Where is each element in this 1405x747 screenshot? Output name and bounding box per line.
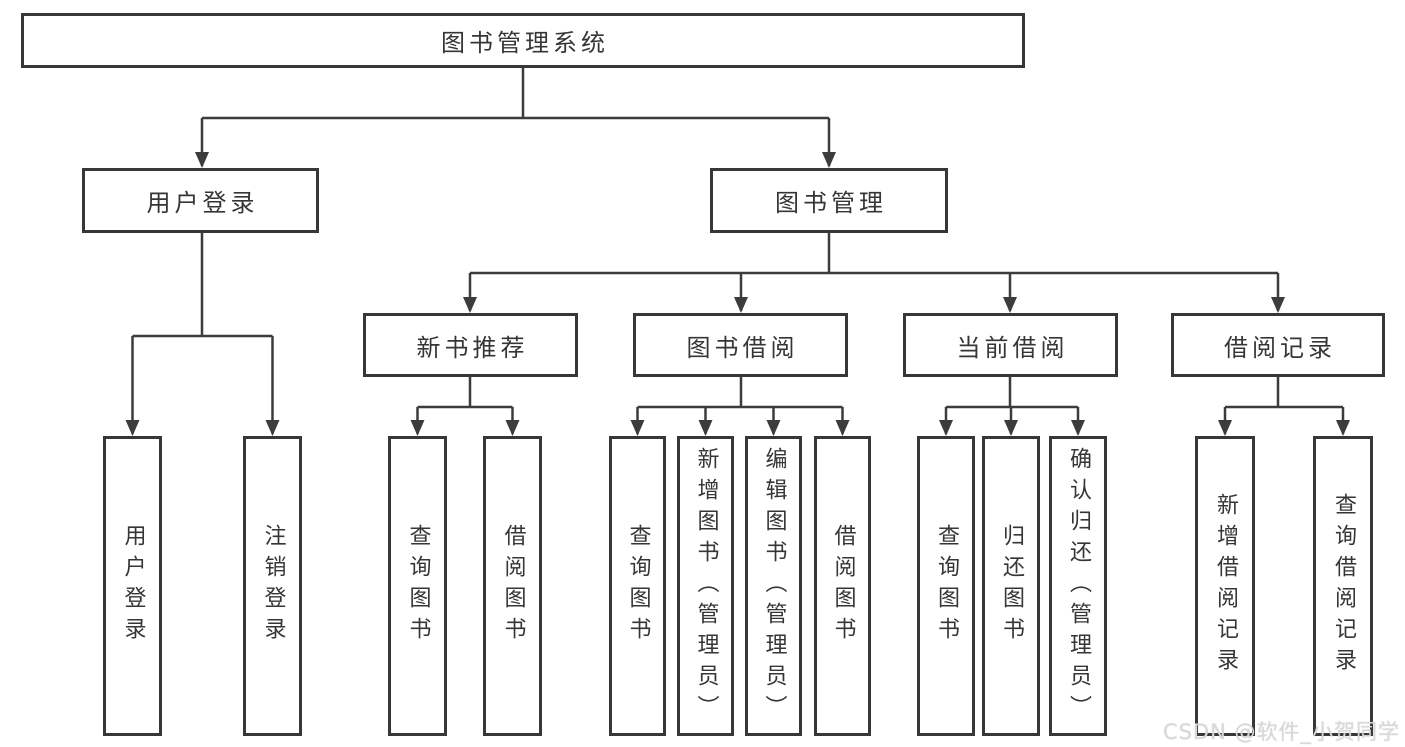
leaf-borrow-add-book-admin: 新增图书（管理员） (677, 436, 734, 736)
arrowhead-records-query (1336, 420, 1350, 436)
node-root: 图书管理系统 (21, 13, 1025, 68)
arrowhead-current-return (1004, 420, 1018, 436)
leaf-records-query-record: 查询借阅记录 (1313, 436, 1373, 736)
arrowhead-records-add (1218, 420, 1232, 436)
arrowhead-leaf-logout (265, 420, 280, 436)
leaf-logout: 注销登录 (243, 436, 302, 736)
node-new-book-recommend: 新书推荐 (363, 313, 578, 377)
arrowhead-current-confirm (1071, 420, 1085, 436)
csdn-watermark: CSDN @软件_小贺同学 (1162, 720, 1400, 744)
leaf-borrow-query-book: 查询图书 (609, 436, 666, 736)
leaf-records-add-record: 新增借阅记录 (1195, 436, 1255, 736)
connector-path-group (131, 68, 1345, 434)
arrowhead-book-borrow (734, 297, 748, 313)
leaf-borrow-edit-book-admin: 编辑图书（管理员） (745, 436, 802, 736)
leaf-user-login: 用户登录 (103, 436, 162, 736)
arrowhead-user-login (195, 152, 209, 168)
arrowhead-borrow-query (630, 420, 645, 436)
node-user-login: 用户登录 (82, 168, 319, 233)
node-current-borrow: 当前借阅 (903, 313, 1118, 377)
leaf-current-query-book: 查询图书 (917, 436, 975, 736)
arrowhead-group (125, 152, 1350, 436)
arrowhead-borrow-add (698, 420, 713, 436)
arrowhead-borrow-borrow (835, 420, 850, 436)
arrowhead-borrow-edit (766, 420, 781, 436)
arrowhead-borrow-records (1271, 297, 1285, 313)
arrowhead-new-book-recommend (463, 297, 477, 313)
leaf-current-confirm-return-admin: 确认归还（管理员） (1049, 436, 1107, 736)
leaf-current-return-book: 归还图书 (982, 436, 1040, 736)
arrowhead-leaf-user-login (125, 420, 140, 436)
leaf-borrow-borrow-book: 借阅图书 (814, 436, 871, 736)
arrowhead-book-management (822, 152, 836, 168)
node-book-borrow: 图书借阅 (633, 313, 848, 377)
arrowhead-current-borrow (1003, 297, 1017, 313)
arrowhead-current-query (939, 420, 953, 436)
leaf-recommend-borrow-book: 借阅图书 (483, 436, 542, 736)
node-book-management: 图书管理 (710, 168, 948, 233)
arrowhead-recommend-query (410, 420, 425, 436)
node-borrow-records: 借阅记录 (1171, 313, 1385, 377)
leaf-recommend-query-book: 查询图书 (388, 436, 447, 736)
arrowhead-recommend-borrow (505, 420, 520, 436)
